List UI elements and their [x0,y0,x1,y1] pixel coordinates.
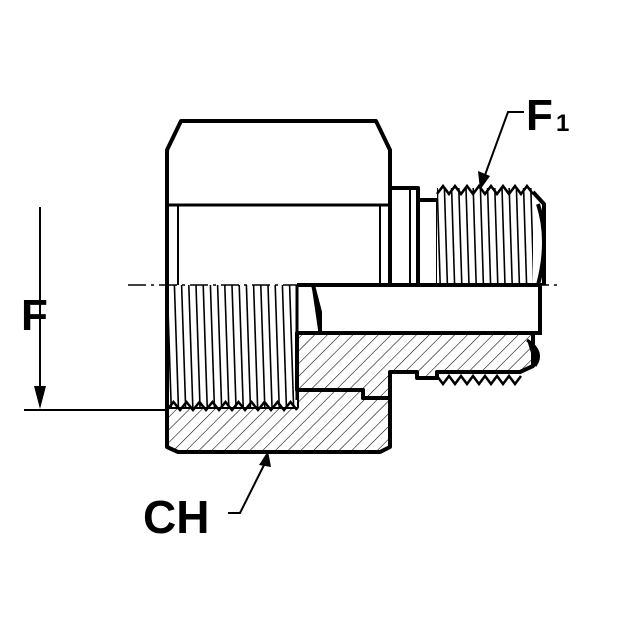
thread-line [515,188,521,286]
thread-line [252,285,259,407]
leader-f1 [478,111,524,190]
thread-line [486,188,492,286]
female-thread [160,285,299,412]
thread-line [530,188,533,286]
male-end-section [295,331,541,400]
leader-ch [228,451,271,514]
thread-line [195,285,201,407]
thread-line [443,188,449,286]
label-f1: F [526,91,553,140]
label-ch: CH [143,491,209,543]
thread-line [281,285,288,407]
thread-line [472,188,477,286]
thread-line [180,285,187,407]
thread-line [202,285,208,407]
thread-line [216,285,223,407]
thread-line [267,285,273,407]
thread-line [238,285,244,407]
male-thread [436,183,546,286]
thread-line [458,188,463,286]
label-f: F [21,291,48,340]
thread-line [494,188,499,286]
thread-line [224,285,230,407]
thread-line [450,188,456,286]
thread-line [288,285,295,407]
neck [388,186,440,287]
thread-line [245,285,252,407]
thread-line [274,285,280,407]
hex-body [165,119,392,285]
thread-line [508,188,513,286]
thread-line [501,188,506,286]
thread-line [522,188,528,286]
thread-line [465,188,470,286]
dimension-f [24,207,167,411]
thread-line [479,188,485,286]
bore [297,283,542,335]
thread-line [209,285,216,407]
thread-line [231,285,237,407]
thread-line [160,285,164,407]
thread-line [437,188,441,286]
label-f1-subscript: 1 [556,110,569,137]
thread-line [173,285,180,407]
thread-line [188,285,194,407]
thread-line [260,285,266,407]
